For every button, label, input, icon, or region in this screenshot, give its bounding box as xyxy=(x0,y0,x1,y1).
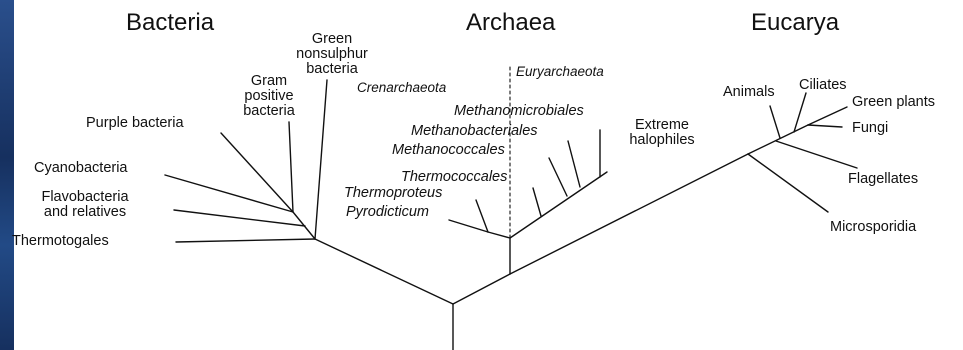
label-methanococcales: Methanococcales xyxy=(392,143,505,158)
branch-animals xyxy=(770,106,780,138)
branch-thermoproteus-tip xyxy=(476,200,488,232)
label-euryarchaeota: Euryarchaeota xyxy=(516,64,604,79)
branch-fungi xyxy=(808,125,842,127)
label-extreme-halophiles: Extreme halophiles xyxy=(613,118,711,148)
branch-cyanobacteria xyxy=(165,175,293,212)
branch-thermococcales xyxy=(533,188,541,216)
label-pyrodicticum: Pyrodicticum xyxy=(346,205,429,220)
branch-thermotogales xyxy=(176,239,315,242)
label-thermoproteus: Thermoproteus xyxy=(344,186,442,201)
heading-archaea: Archaea xyxy=(466,10,555,36)
label-fungi: Fungi xyxy=(852,121,888,136)
branch-methanococcales xyxy=(549,158,567,196)
label-cyanobacteria: Cyanobacteria xyxy=(34,161,128,176)
branch-thermoproteus xyxy=(488,232,510,238)
branch-green-nonsulphur xyxy=(315,80,327,239)
label-flagellates: Flagellates xyxy=(848,172,918,187)
label-green-nonsulphur: Green nonsulphur bacteria xyxy=(276,32,388,77)
branch-flavobacteria xyxy=(174,210,305,226)
branch-euryarchaeota-stem xyxy=(510,172,607,238)
heading-eucarya: Eucarya xyxy=(751,10,839,36)
branch-microsporidia xyxy=(748,154,828,212)
branch-archaea-eucarya-main xyxy=(453,274,510,304)
branch-methanobacteriales xyxy=(568,141,580,187)
branch-flagellates xyxy=(776,141,857,168)
label-thermotogales: Thermotogales xyxy=(12,234,109,249)
label-methanobacteriales: Methanobacteriales xyxy=(411,124,538,139)
label-ciliates: Ciliates xyxy=(799,78,847,93)
label-methanomicrobiales: Methanomicrobiales xyxy=(454,104,584,119)
branch-gram-positive xyxy=(289,122,293,212)
label-purple-bacteria: Purple bacteria xyxy=(86,116,184,131)
branch-green-plants xyxy=(808,107,847,125)
label-animals: Animals xyxy=(723,85,775,100)
branch-purple-bacteria xyxy=(221,133,293,212)
label-microsporidia: Microsporidia xyxy=(830,220,916,235)
label-green-plants: Green plants xyxy=(852,95,935,110)
label-flavobacteria: Flavobacteria and relatives xyxy=(24,190,146,220)
branch-pyrodicticum xyxy=(449,220,488,232)
label-crenarchaeota: Crenarchaeota xyxy=(357,80,446,95)
label-thermococcales: Thermococcales xyxy=(401,170,507,185)
branch-bacteria-main xyxy=(315,239,453,304)
heading-bacteria: Bacteria xyxy=(126,10,214,36)
label-gram-positive: Gram positive bacteria xyxy=(226,74,312,119)
